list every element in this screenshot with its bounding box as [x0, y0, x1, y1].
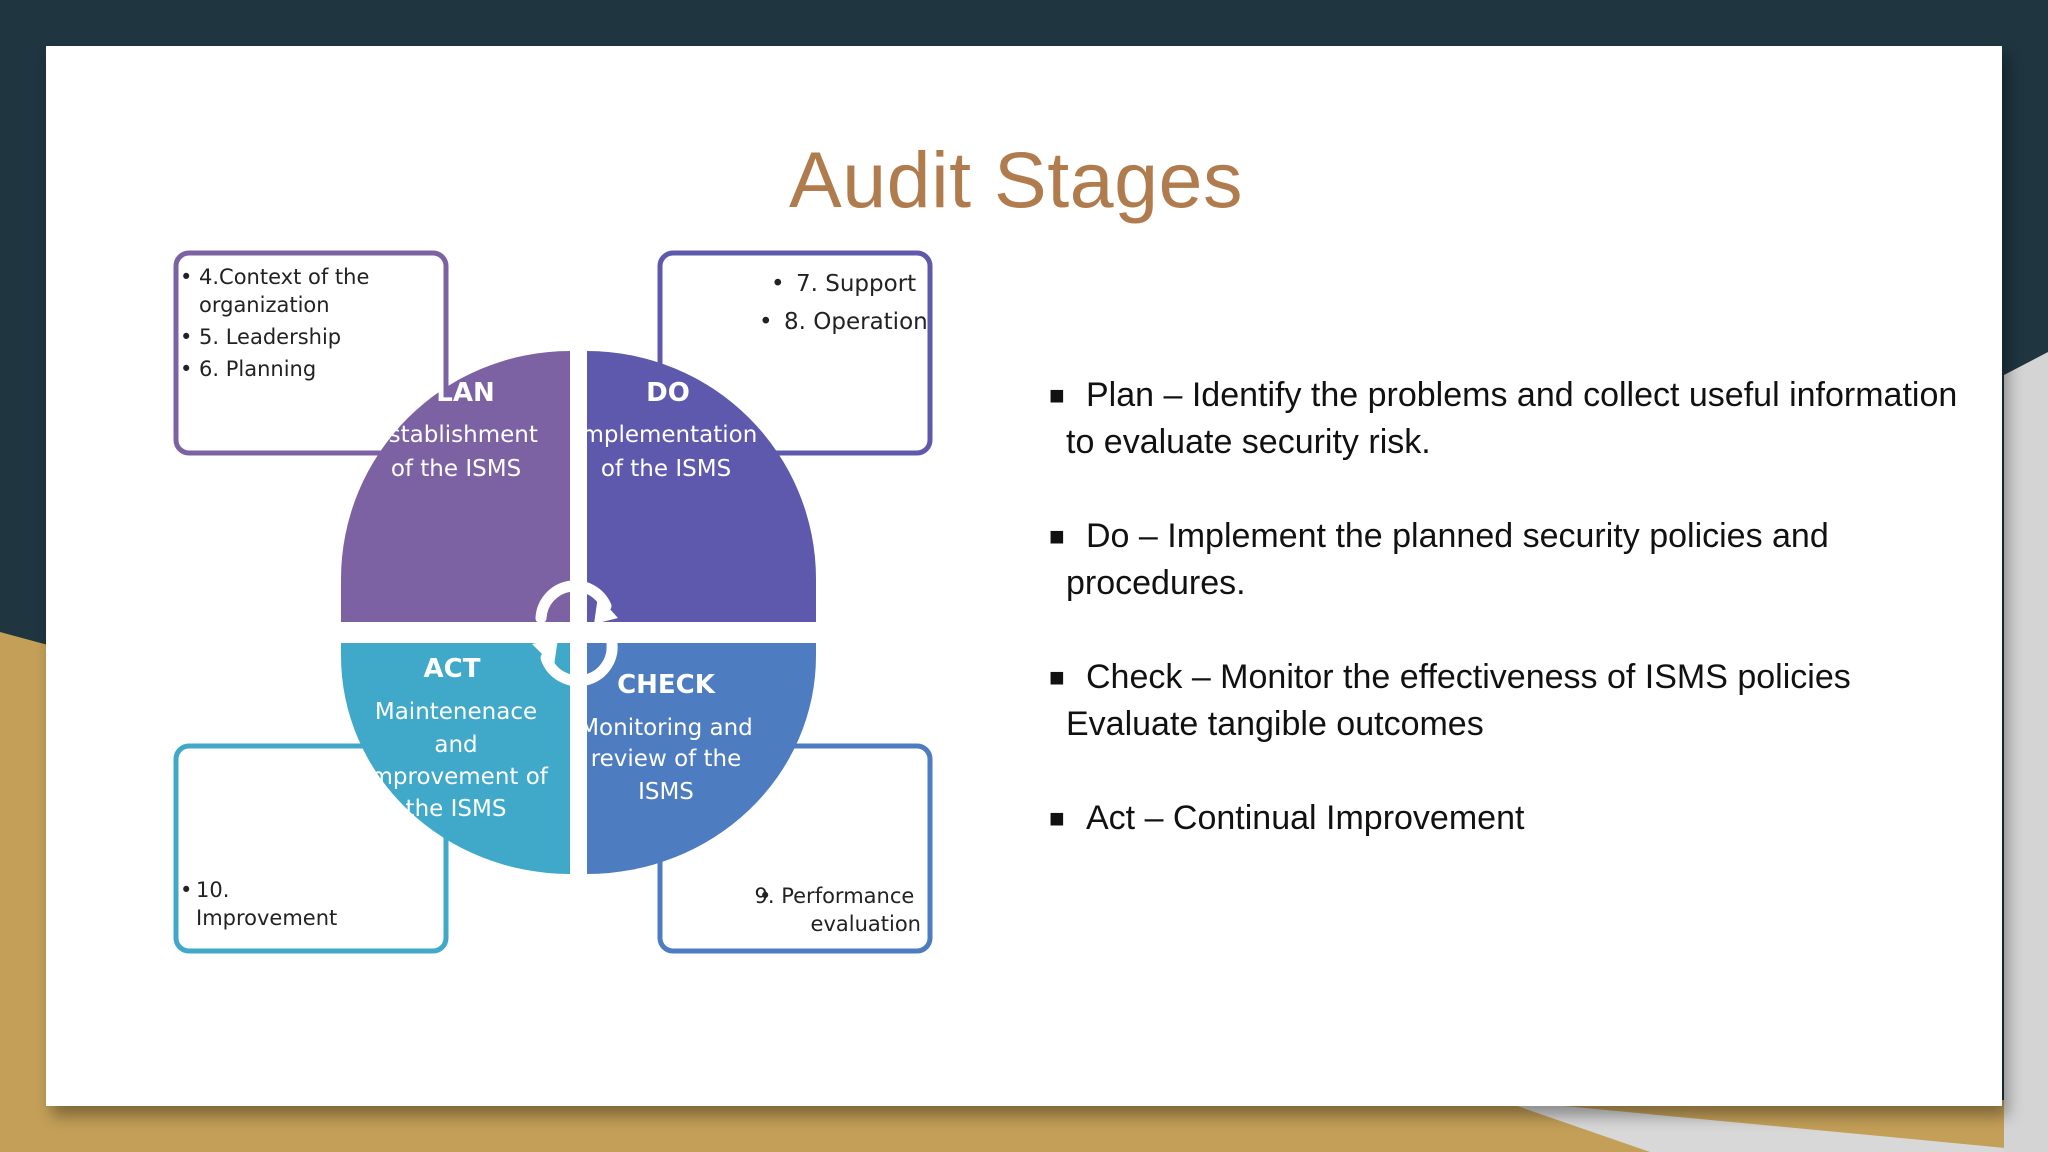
bullet-do: ■ Do – Implement the planned security po…	[1049, 513, 1966, 607]
bullet-plan: ■ Plan – Identify the problems and colle…	[1049, 372, 1966, 466]
act-line-4: the ISMS	[406, 796, 507, 822]
stage-bullet-list: ■ Plan – Identify the problems and colle…	[1049, 372, 1966, 889]
check-line-3: ISMS	[638, 779, 694, 805]
pdca-diagram: •4.Context of the organization •5. Leade…	[173, 250, 933, 954]
check-line-1: Monitoring and	[579, 715, 753, 741]
plan-box-item-2: •5. Leadership	[180, 325, 341, 349]
act-box: •10. Improvement	[173, 743, 449, 954]
slide: Audit Stages •4.Context of the organizat…	[46, 46, 2002, 1106]
bullet-text: Check – Monitor the effectiveness of ISM…	[1066, 658, 1851, 743]
check-quadrant	[587, 643, 816, 874]
do-line-1: Implementation	[575, 422, 758, 448]
bullet-marker-icon: ■	[1049, 662, 1065, 692]
arrow-head-icon	[594, 596, 618, 624]
do-box-item-2: •8. Operation	[759, 309, 928, 335]
do-box-item-1: •7. Support	[771, 271, 916, 297]
check-line-2: review of the	[591, 746, 742, 772]
bullet-text: Plan – Identify the problems and collect…	[1066, 376, 1958, 461]
check-box-bullet: •	[759, 884, 771, 908]
bullet-marker-icon: ■	[1049, 521, 1065, 551]
plan-heading: PLAN	[417, 378, 495, 408]
act-heading: ACT	[424, 654, 481, 684]
do-line-2: of the ISMS	[601, 456, 731, 482]
act-line-3: improvement of	[364, 764, 549, 790]
arrow-head-icon	[532, 638, 558, 666]
act-box-item-1: •10. Improvement	[180, 878, 337, 930]
plan-box-item-1: •4.Context of the organization	[180, 265, 376, 317]
check-heading: CHECK	[617, 670, 716, 700]
plan-box-item-3: •6. Planning	[180, 357, 316, 381]
bullet-text: Do – Implement the planned security poli…	[1066, 517, 1829, 602]
plan-line-1: Establishment	[374, 422, 538, 448]
check-box-item-1: 9. Performance evaluation	[755, 884, 921, 936]
plan-line-2: of the ISMS	[391, 456, 521, 482]
bullet-check: ■ Check – Monitor the effectiveness of I…	[1049, 654, 1966, 748]
bullet-marker-icon: ■	[1049, 803, 1065, 833]
act-quadrant	[341, 643, 570, 874]
bullet-text: Act – Continual Improvement	[1086, 799, 1525, 837]
plan-box: •4.Context of the organization •5. Leade…	[173, 250, 449, 456]
cycle-arrows-icon	[535, 580, 618, 687]
bullet-act: ■ Act – Continual Improvement	[1049, 795, 1966, 842]
do-heading: DO	[646, 378, 690, 408]
slide-title: Audit Stages	[789, 135, 1243, 224]
do-quadrant	[587, 351, 816, 622]
act-line-1: Maintenenace	[375, 699, 537, 725]
act-line-2: and	[434, 732, 477, 758]
bullet-marker-icon: ■	[1049, 380, 1065, 410]
plan-quadrant	[341, 351, 570, 622]
